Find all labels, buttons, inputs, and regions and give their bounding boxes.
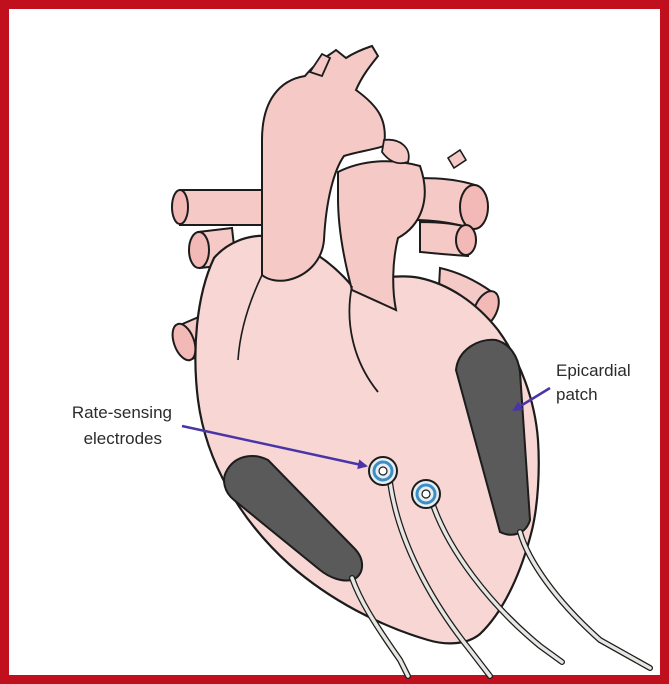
- rate-sensing-electrode-2[interactable]: [412, 480, 440, 508]
- label-rate-sensing: Rate-sensing: [72, 403, 172, 422]
- pulmonary-vein-mid: [420, 222, 476, 256]
- label-epicardial: Epicardial: [556, 361, 631, 380]
- aorta-branch-right: [382, 140, 409, 164]
- label-patch: patch: [556, 385, 598, 404]
- rate-sensing-electrode-1[interactable]: [369, 457, 397, 485]
- aorta-small-branch: [448, 150, 466, 168]
- vena-cava-left-upper: [172, 190, 262, 225]
- label-electrodes: electrodes: [84, 429, 162, 448]
